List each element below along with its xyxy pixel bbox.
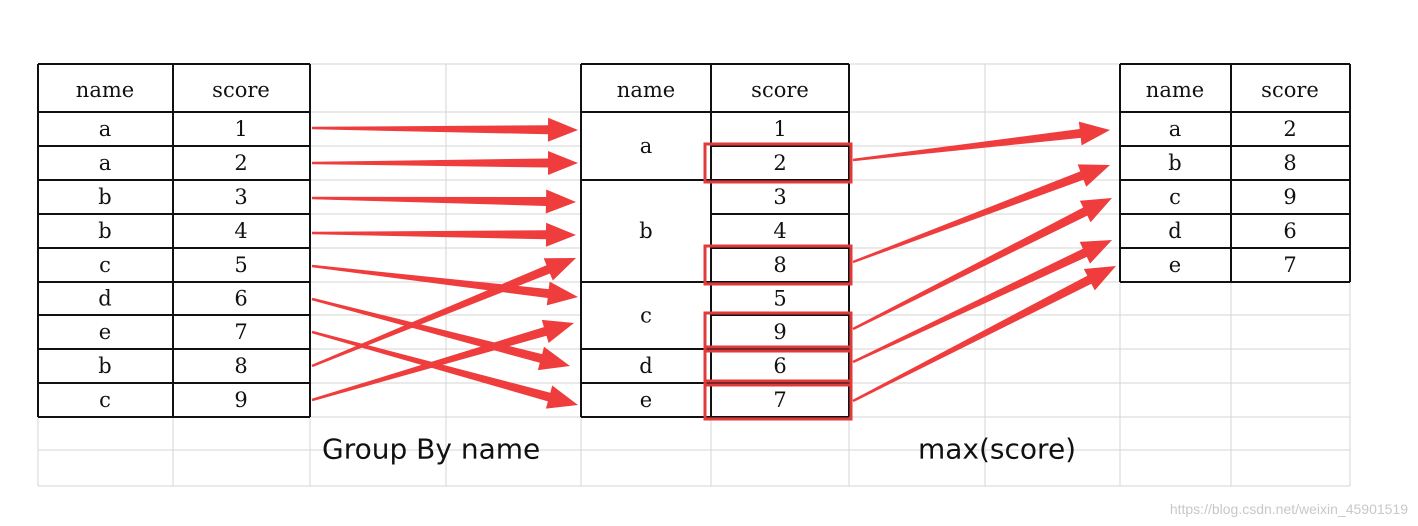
grouped-name-cell: e bbox=[640, 388, 652, 412]
source-score-cell: 1 bbox=[234, 117, 247, 141]
col-header-name: name bbox=[76, 78, 134, 102]
mapping-arrow bbox=[311, 264, 578, 306]
source-name-cell: e bbox=[99, 320, 111, 344]
mapping-arrow bbox=[311, 297, 570, 371]
mapping-arrow bbox=[311, 330, 578, 409]
mapping-arrow bbox=[311, 258, 576, 368]
source-name-cell: b bbox=[98, 219, 111, 243]
mapping-arrow bbox=[311, 319, 574, 402]
grouped-table-bg bbox=[581, 64, 849, 417]
grouped-table: a b c de name score 1 2 3 4 8 5 9 6 7 bbox=[580, 63, 850, 418]
source-score-cell: 7 bbox=[234, 320, 247, 344]
grouped-name-cell: d bbox=[639, 354, 652, 378]
source-score-cell: 8 bbox=[234, 354, 247, 378]
mapping-arrow bbox=[852, 121, 1110, 162]
col-header-score: score bbox=[751, 78, 809, 102]
result-name-cell: a bbox=[1169, 117, 1182, 141]
result-score-cell: 7 bbox=[1283, 253, 1296, 277]
grouped-name-cell: a bbox=[640, 134, 653, 158]
source-name-cell: b bbox=[98, 354, 111, 378]
grouped-score-cell: 4 bbox=[773, 219, 786, 243]
source-name-cell: b bbox=[98, 185, 111, 209]
result-name-cell: c bbox=[1169, 185, 1181, 209]
source-name-cell: c bbox=[99, 253, 111, 277]
grouped-score-cell: 7 bbox=[773, 388, 786, 412]
source-score-cell: 9 bbox=[234, 388, 247, 412]
source-name-cell: a bbox=[99, 117, 112, 141]
col-header-name: name bbox=[617, 78, 675, 102]
mapping-arrow bbox=[312, 151, 578, 175]
grouped-name-cell: b bbox=[639, 219, 652, 243]
col-header-score: score bbox=[212, 78, 270, 102]
source-table: name score a 1 a 2 b 3 b 4 c 5 d 6 e 7 b 8 c 9 bbox=[37, 63, 311, 418]
result-table: name score a 2 b 8 c 9 d 6 e 7 bbox=[1119, 63, 1351, 283]
aggregate-caption: max(score) bbox=[918, 433, 1076, 466]
mapping-arrows bbox=[311, 117, 1116, 409]
max-highlight-box bbox=[703, 379, 853, 421]
source-score-cell: 3 bbox=[234, 185, 247, 209]
result-score-cell: 6 bbox=[1283, 219, 1296, 243]
result-name-cell: e bbox=[1169, 253, 1181, 277]
col-header-name: name bbox=[1146, 78, 1204, 102]
mapping-arrow bbox=[852, 164, 1110, 264]
group-by-caption: Group By name bbox=[322, 433, 540, 466]
source-name-cell: c bbox=[99, 388, 111, 412]
mapping-arrow bbox=[312, 189, 576, 214]
max-highlight-box bbox=[703, 142, 853, 184]
grouped-score-cell: 9 bbox=[773, 320, 786, 344]
mapping-arrow bbox=[312, 222, 576, 247]
result-name-cell: d bbox=[1168, 219, 1181, 243]
mapping-arrow bbox=[852, 198, 1112, 331]
mapping-arrow bbox=[852, 240, 1112, 364]
grouped-score-cell: 3 bbox=[773, 185, 786, 209]
source-name-cell: a bbox=[99, 151, 112, 175]
col-header-score: score bbox=[1261, 78, 1319, 102]
result-score-cell: 2 bbox=[1283, 117, 1296, 141]
grouped-score-cell: 6 bbox=[773, 354, 786, 378]
mapping-arrow bbox=[312, 117, 578, 142]
watermark: https://blog.csdn.net/weixin_45901519 bbox=[1170, 501, 1408, 517]
source-score-cell: 5 bbox=[234, 253, 247, 277]
result-name-cell: b bbox=[1168, 151, 1181, 175]
source-score-cell: 6 bbox=[234, 287, 247, 311]
result-score-cell: 9 bbox=[1283, 185, 1296, 209]
source-score-cell: 4 bbox=[234, 219, 247, 243]
max-highlight-box bbox=[703, 244, 853, 286]
grouped-score-cell: 2 bbox=[773, 151, 786, 175]
max-highlight-box bbox=[703, 311, 853, 353]
grouped-score-cell: 1 bbox=[773, 117, 786, 141]
result-table-bg bbox=[1120, 64, 1350, 282]
grouped-score-cell: 8 bbox=[773, 253, 786, 277]
mapping-arrow bbox=[852, 266, 1116, 403]
max-highlight-box bbox=[703, 345, 853, 387]
source-score-cell: 2 bbox=[234, 151, 247, 175]
max-score-highlights bbox=[703, 142, 853, 421]
source-name-cell: d bbox=[98, 287, 111, 311]
grouped-score-cell: 5 bbox=[773, 287, 786, 311]
result-score-cell: 8 bbox=[1283, 151, 1296, 175]
grouped-name-cell: c bbox=[640, 304, 652, 328]
